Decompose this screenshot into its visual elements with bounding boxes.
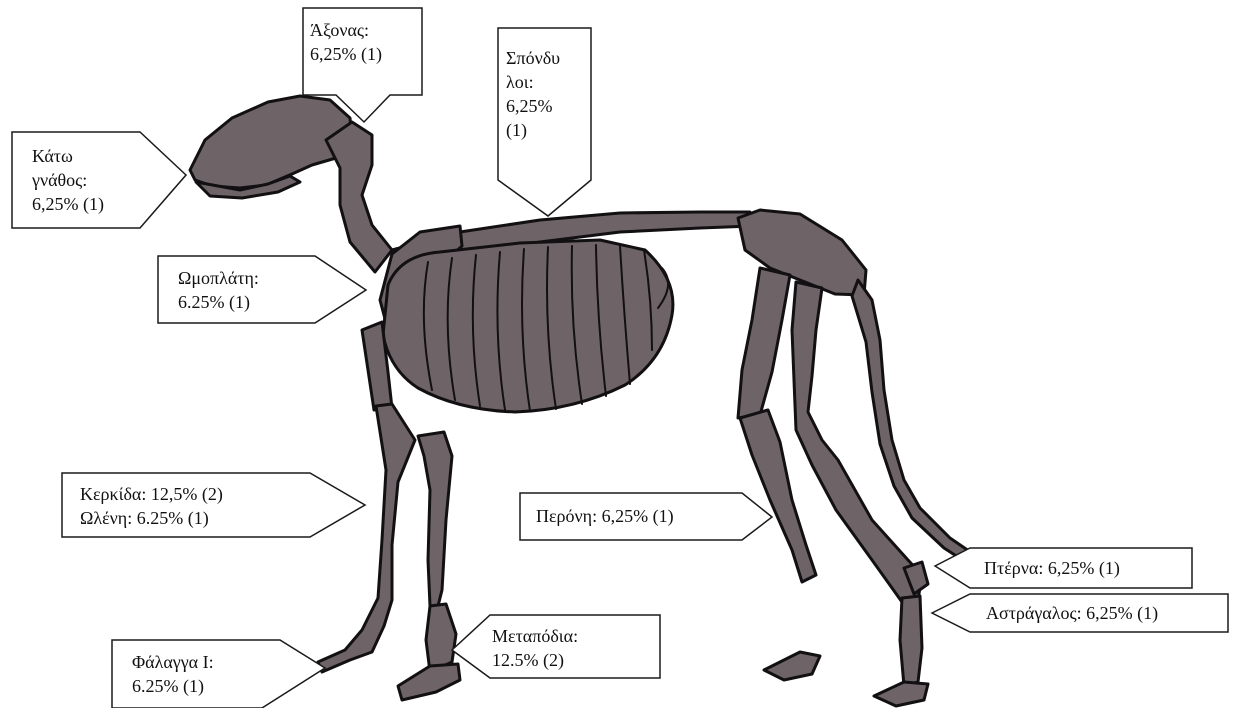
radius-ulna-label: Κερκίδα: 12,5% (2) Ωλένη: 6.25% (1) [80, 482, 223, 530]
radius-ulna [418, 432, 452, 606]
vertebrae-label: Σπόνδυ λοι: 6,25% (1) [506, 46, 560, 142]
hind-leg-near [792, 282, 922, 602]
vertebrae-label-line-3: 6,25% [506, 94, 560, 118]
metapodial-hind [900, 596, 922, 686]
radius-ulna-label-line-1: Κερκίδα: 12,5% (2) [80, 482, 223, 506]
mandible-label: Κάτω γνάθος: 6,25% (1) [32, 144, 104, 216]
mandible-label-line-1: Κάτω [32, 144, 104, 168]
calcaneus-label: Πτέρνα: 6,25% (1) [984, 556, 1120, 580]
cervical-spine [326, 122, 392, 272]
front-foot [398, 664, 460, 700]
phalanx-label-line-1: Φάλαγγα Ι: [132, 650, 214, 674]
metapodials-label: Μεταπόδια: 12.5% (2) [492, 624, 578, 672]
metapodials-label-line-2: 12.5% (2) [492, 648, 578, 672]
vertebrae-label-line-1: Σπόνδυ [506, 46, 560, 70]
hind-foot-near [874, 682, 928, 706]
fibula-label: Περόνη: 6,25% (1) [536, 504, 674, 528]
radius-ulna-label-line-2: Ωλένη: 6.25% (1) [80, 506, 223, 530]
vertebrae-label-line-4: (1) [506, 118, 560, 142]
metapodial-front [426, 604, 456, 672]
scapula-label: Ωμοπλάτη: 6.25% (1) [178, 266, 259, 314]
axis-label-line-2: 6,25% (1) [310, 42, 382, 66]
vertebrae-label-line-2: λοι: [506, 70, 560, 94]
femur [738, 268, 790, 418]
phalanx-label: Φάλαγγα Ι: 6.25% (1) [132, 650, 214, 698]
front-leg-far [318, 404, 415, 672]
astragalus-label: Αστράγαλος: 6,25% (1) [986, 601, 1158, 625]
axis-label: Άξονας: 6,25% (1) [310, 18, 382, 66]
hind-foot-far [764, 652, 820, 680]
mandible-label-line-3: 6,25% (1) [32, 192, 104, 216]
astragalus-label-line-1: Αστράγαλος: 6,25% (1) [986, 601, 1158, 625]
scapula-label-line-1: Ωμοπλάτη: [178, 266, 259, 290]
mandible-label-line-2: γνάθος: [32, 168, 104, 192]
scapula-label-line-2: 6.25% (1) [178, 290, 259, 314]
axis-label-line-1: Άξονας: [310, 18, 382, 42]
calcaneus-label-line-1: Πτέρνα: 6,25% (1) [984, 556, 1120, 580]
fibula-label-line-1: Περόνη: 6,25% (1) [536, 504, 674, 528]
metapodials-label-line-1: Μεταπόδια: [492, 624, 578, 648]
phalanx-label-line-2: 6.25% (1) [132, 674, 214, 698]
